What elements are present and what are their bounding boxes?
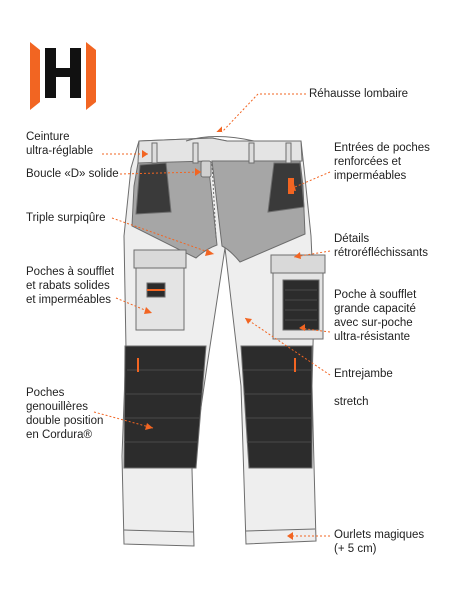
cargo-pocket-left-flap: [133, 249, 187, 269]
fly-placket: [201, 162, 217, 239]
label-ourlets: Ourlets magiques (+ 5 cm): [334, 529, 425, 555]
d-ring-buckle: [200, 160, 212, 178]
label-poches-soufflet: Poches à soufflet et rabats solides et i…: [26, 266, 115, 306]
label-entrees-poches: Entrées de poches renforcées et imperméa…: [334, 142, 430, 182]
hem-left: [123, 529, 195, 533]
leader-rehausse: [221, 93, 306, 133]
leader-arrowheads: [142, 126, 305, 540]
brand-logo: [30, 42, 96, 110]
label-entrejambe: Entrejambe stretch: [334, 368, 393, 408]
trousers-illustration: [121, 136, 326, 547]
leader-entrejambe: [244, 317, 331, 376]
waistband: [137, 137, 303, 164]
pocket-entry-left: [135, 162, 172, 215]
reflective-tab: [288, 178, 294, 194]
leader-boucle: [119, 171, 202, 175]
pocket-entry-right: [267, 162, 305, 213]
leader-poche-grande: [298, 327, 331, 333]
label-genouilleres: Poches genouillères double position en C…: [26, 387, 104, 441]
label-ceinture: Ceinture ultra-réglable: [26, 131, 94, 157]
cargo-pocket-right-overpocket: [282, 279, 320, 331]
label-rehausse: Réhausse lombaire: [309, 88, 409, 100]
hem-right: [245, 528, 316, 532]
label-details-retro: Détails rétroréfléchissants: [334, 233, 428, 259]
knee-pad-right: [240, 345, 313, 469]
label-poche-grande: Poche à soufflet grande capacité avec su…: [334, 289, 417, 343]
lumbar-rise: [185, 136, 255, 142]
label-boucle: Boucle «D» solide: [26, 168, 119, 180]
label-surpiqure: Triple surpiqûre: [26, 212, 106, 224]
knee-pad-left: [123, 345, 207, 469]
